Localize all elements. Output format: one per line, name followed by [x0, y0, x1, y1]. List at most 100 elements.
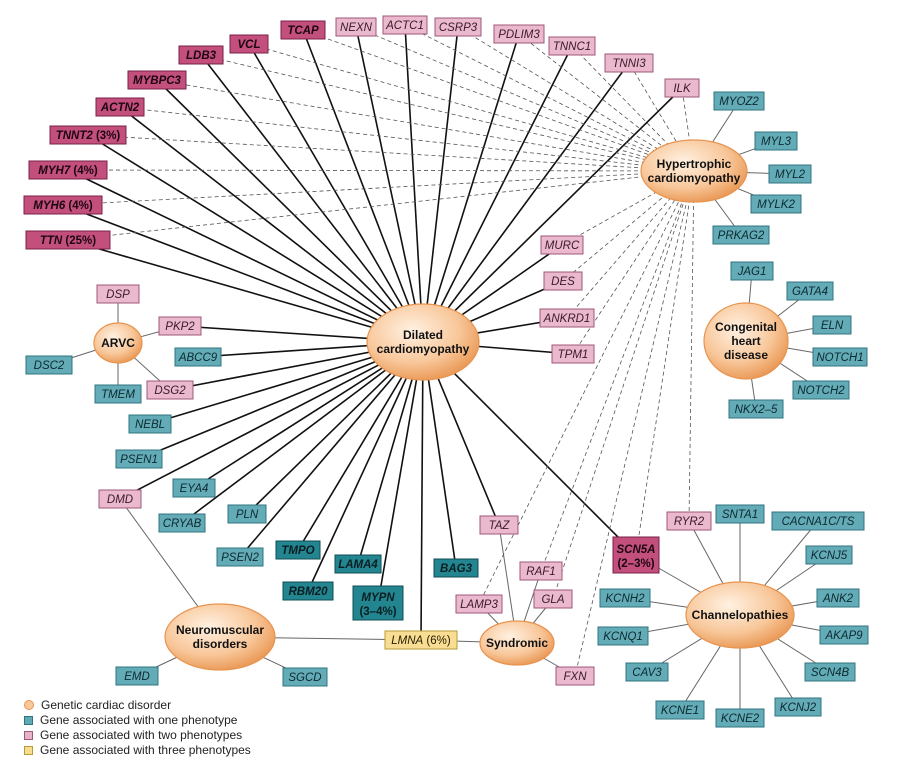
disorder-ellipse [703, 302, 789, 380]
gene-label: SNTA1 [722, 509, 758, 521]
gene-box [612, 536, 660, 574]
gene-box [146, 380, 194, 400]
gene-label: PDLIM3 [498, 29, 540, 41]
gene-kcnh2: KCNH2 [599, 588, 651, 608]
gene-label: PRKAG2 [718, 230, 765, 242]
gene-ilk: ILK [664, 78, 700, 98]
gene-myoz2: MYOZ2 [713, 91, 765, 111]
gene-label: ANK2 [822, 593, 854, 605]
disorder-ellipse [93, 322, 143, 364]
gene-box [543, 271, 583, 291]
dashed-edge-hcm-tnnt2 [87, 134, 695, 172]
gene-box [533, 589, 573, 609]
gene-box [715, 708, 765, 728]
gene-box [804, 662, 856, 682]
gene-label: PSEN1 [120, 454, 158, 466]
dashed-edge-hcm-ryr2 [688, 170, 695, 522]
gene-box [174, 347, 222, 367]
gene-lama4: LAMA4 [334, 554, 382, 574]
edge-dcm-tnnc1 [422, 45, 573, 343]
edge-dcm-dmd [119, 341, 424, 500]
gene-label: RAF1 [526, 566, 555, 578]
gene-prkag2: PRKAG2 [712, 225, 770, 245]
gene-box [282, 667, 328, 687]
gene-taz: TAZ [479, 515, 519, 535]
gene-label: NEBL [135, 419, 165, 431]
gene-gata4: GATA4 [786, 281, 834, 301]
disorder-label: Channelopathies [692, 608, 789, 622]
gene-box [540, 235, 584, 255]
edge-dcm-tnnt2 [87, 134, 424, 343]
gene-box [95, 97, 145, 117]
gene-dsp: DSP [96, 284, 140, 304]
gene-label: ELN [821, 320, 844, 332]
gene-box [548, 36, 596, 56]
edge-dcm-ilk [422, 87, 683, 343]
gene-label: TMPO [281, 545, 314, 557]
legend-label-two: Gene associated with two phenotypes [40, 728, 243, 742]
edges-layer [48, 24, 845, 718]
gene-box [493, 24, 545, 44]
gene-myl2: MYL2 [768, 164, 812, 184]
gene-label: MYL2 [775, 169, 806, 181]
gene-lmna: LMNA (6%) [384, 630, 458, 650]
gene-kcne1: KCNE1 [655, 700, 705, 720]
gene-box [434, 17, 482, 37]
gene-kcnq1: KCNQ1 [597, 626, 649, 646]
gene-akap9: AKAP9 [819, 625, 869, 645]
gene-myl3: MYL3 [754, 131, 798, 151]
gene-box [25, 355, 73, 375]
disorder-ellipse [685, 581, 795, 649]
gene-box [335, 17, 377, 37]
gene-box [786, 281, 834, 301]
edge-dcm-psen2 [239, 341, 424, 558]
dashed-edge-hcm-actc1 [404, 24, 695, 172]
gene-box [539, 308, 595, 328]
gene-box [655, 700, 705, 720]
gene-label: KCNJ2 [780, 702, 817, 714]
gene-label: DSC2 [34, 360, 65, 372]
gene-box [334, 554, 382, 574]
gene-ryr2: RYR2 [666, 511, 712, 531]
edge-dcm-cryab [181, 341, 424, 524]
gene-box [178, 45, 224, 65]
gene-kcnj2: KCNJ2 [774, 697, 822, 717]
gene-label: TAZ [489, 520, 511, 532]
gene-box [172, 478, 216, 498]
gene-label: MURC [545, 240, 580, 252]
gene-label: NOTCH1 [816, 352, 863, 364]
gene-box [792, 380, 850, 400]
dashed-edge-hcm-ankrd1 [566, 170, 695, 319]
gene-box [352, 585, 404, 621]
gene-label: NEXN [340, 22, 373, 34]
gene-label: KCNQ1 [603, 631, 643, 643]
gene-label: PSEN2 [221, 552, 259, 564]
gene-rbm20: RBM20 [282, 581, 334, 601]
gene-psen1: PSEN1 [115, 449, 163, 469]
gene-tmem: TMEM [94, 384, 142, 404]
gene-eya4: EYA4 [172, 478, 216, 498]
gene-label: EYA4 [180, 483, 209, 495]
gene-ttn: TTN (25%) [25, 230, 111, 250]
gene-label: MYH7 (4%) [38, 165, 98, 177]
gene-label: PKP2 [165, 321, 195, 333]
edge-dcm-vcl [248, 43, 424, 343]
gene-ank2: ANK2 [816, 588, 860, 608]
gene-mybpc3: MYBPC3 [127, 70, 187, 90]
gene-label: ACTC1 [385, 20, 424, 32]
gene-tpm1: TPM1 [551, 344, 595, 364]
gene-label: KCNE2 [721, 713, 760, 725]
edge-dcm-scn5a [422, 341, 637, 556]
gene-label: KCNH2 [606, 593, 646, 605]
dashed-edge-hcm-mybpc3 [156, 79, 695, 172]
gene-mypn: MYPN(3–4%) [352, 585, 404, 621]
gene-dsg2: DSG2 [146, 380, 194, 400]
gene-label: MYLK2 [757, 199, 795, 211]
gene-label: ACTN2 [100, 102, 140, 114]
dashed-edge-hcm-raf1 [540, 170, 695, 572]
two-phenotypes-swatch [24, 730, 33, 740]
gene-box [812, 315, 852, 335]
